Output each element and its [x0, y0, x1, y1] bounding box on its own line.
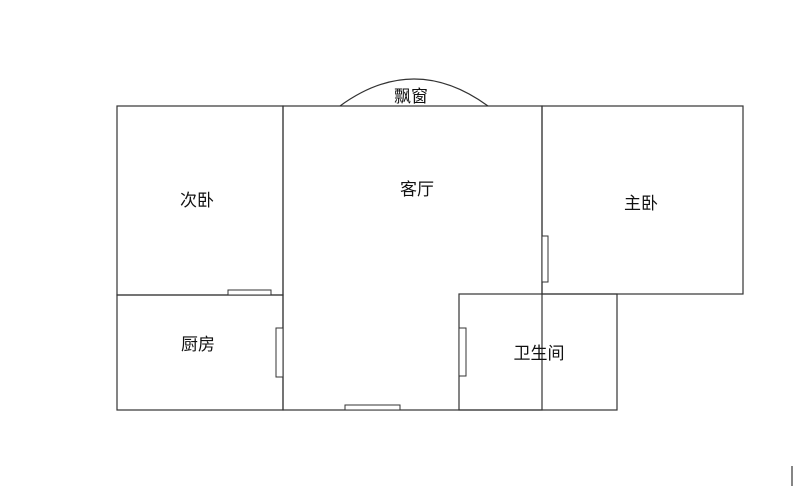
master-bedroom-room — [541, 105, 744, 295]
living-room — [282, 105, 543, 411]
living-room-label: 客厅 — [400, 180, 434, 200]
second-bedroom-door — [227, 289, 272, 296]
master-bedroom-label: 主卧 — [624, 194, 658, 214]
bay-window-label: 飘窗 — [394, 87, 428, 107]
entrance-door — [344, 404, 401, 411]
kitchen-label: 厨房 — [181, 335, 215, 355]
bathroom-label: 卫生间 — [514, 344, 565, 364]
bay-window-arc — [339, 78, 489, 107]
bathroom-door — [458, 327, 467, 377]
master-bedroom-door — [541, 235, 549, 283]
kitchen-door — [275, 327, 284, 378]
second-bedroom-label: 次卧 — [180, 191, 214, 211]
